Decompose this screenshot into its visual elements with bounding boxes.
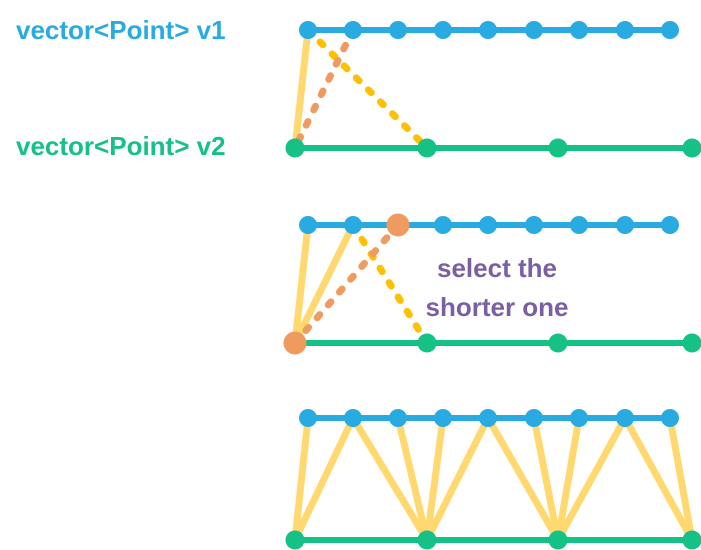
panel3-match-line	[666, 414, 696, 544]
panel3-match-line	[530, 414, 562, 544]
panel2-v2-point-2	[548, 333, 568, 353]
panel2-v2-point-0-highlighted	[283, 331, 307, 355]
panel3-match-line	[621, 414, 696, 544]
panel2-v1-point-5	[525, 216, 543, 234]
panel1-v1-point-1	[344, 21, 362, 39]
panel1-v2-point-3	[682, 138, 701, 158]
panel3-v2-point-1	[417, 530, 437, 550]
panel3-v1-point-0	[299, 409, 317, 427]
annotation-select-shorter: select the shorter one	[391, 249, 603, 327]
panel3-v2-point-0	[285, 530, 305, 550]
panel3-v1-point-4	[479, 409, 497, 427]
panel3-match-line	[394, 414, 431, 544]
panel3-match-line	[554, 414, 583, 544]
panel2-v1-point-6	[570, 216, 588, 234]
panel3-match-line	[423, 414, 492, 544]
panel3-match-line	[423, 414, 447, 544]
panel2-match-line	[291, 221, 357, 347]
panel1-v1-point-2	[389, 21, 407, 39]
panel1-v1-point-4	[479, 21, 497, 39]
panel3-v2-point-2	[548, 530, 568, 550]
panel1-match-line	[291, 26, 312, 152]
panel3-v1-point-5	[525, 409, 543, 427]
panel3-match-line	[291, 414, 357, 544]
panel2-v1-point-3	[434, 216, 452, 234]
panel1-v2-point-0	[285, 138, 305, 158]
panel3-v1-point-7	[616, 409, 634, 427]
panel3-match-line	[349, 414, 431, 544]
panel2-v1-point-1	[344, 216, 362, 234]
panel1-v1-point-5	[525, 21, 543, 39]
panel3-v2-point-3	[682, 530, 701, 550]
annotation-line1: select the	[437, 253, 557, 283]
panel3-v1-point-3	[434, 409, 452, 427]
panel1-v1-point-7	[616, 21, 634, 39]
panel1-candidate-line-orange	[291, 26, 357, 152]
panel1-candidate-line-yellow	[304, 26, 431, 152]
panel1-v1-point-8	[661, 21, 679, 39]
panel3-match-line	[291, 414, 312, 544]
panel3-v1-point-8	[661, 409, 679, 427]
panel1-v2-point-1	[417, 138, 437, 158]
panel1-v1-point-0	[299, 21, 317, 39]
panel2-match-line	[291, 221, 312, 347]
panel2-v1-point-7	[616, 216, 634, 234]
annotation-line2: shorter one	[425, 292, 569, 322]
panel3-v1-point-1	[344, 409, 362, 427]
panel3-v1-point-6	[570, 409, 588, 427]
panel3-match-line	[554, 414, 629, 544]
panel2-v1-point-4	[479, 216, 497, 234]
panel2-v1-point-8	[661, 216, 679, 234]
panel2-v1-point-0	[299, 216, 317, 234]
panel3-match-line	[484, 414, 562, 544]
panel2-v1-point-2-highlighted	[386, 213, 410, 237]
panel2-v2-point-1	[417, 333, 437, 353]
panel2-candidate-line-yellow	[349, 221, 431, 347]
panel1-v2-point-2	[548, 138, 568, 158]
v1-label: vector<Point> v1	[16, 15, 226, 45]
panel3-v1-point-2	[389, 409, 407, 427]
v2-label: vector<Point> v2	[16, 131, 226, 161]
panel1-v1-point-3	[434, 21, 452, 39]
panel1-v1-point-6	[570, 21, 588, 39]
panel2-v2-point-3	[682, 333, 701, 353]
